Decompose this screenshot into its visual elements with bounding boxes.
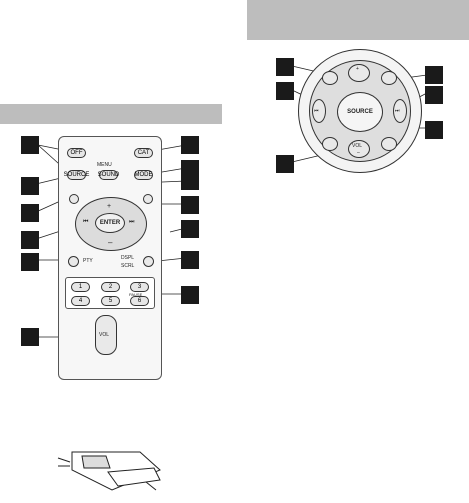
callout-marker <box>21 177 39 195</box>
callout-marker <box>425 66 443 84</box>
off-button[interactable]: OFF <box>67 148 86 158</box>
card-remote: OFF CAT MENU SOURCE SOUND MODE ENTER + –… <box>58 136 162 380</box>
number-button-1[interactable]: 1 <box>71 282 90 292</box>
next-icon[interactable]: ⏭ <box>129 219 135 225</box>
callout-marker <box>21 231 39 249</box>
down-arrow-icon[interactable]: – <box>108 238 113 247</box>
number-button-5[interactable]: 5 <box>101 296 120 306</box>
pty-label: PTY <box>83 258 93 264</box>
number-button-2[interactable]: 2 <box>101 282 120 292</box>
back-button[interactable] <box>69 194 79 204</box>
callout-marker <box>181 160 199 190</box>
prev-icon[interactable]: ⏮ <box>83 219 89 225</box>
section-header-bar-left <box>0 104 222 124</box>
callout-marker <box>21 136 39 154</box>
callout-marker <box>276 155 294 173</box>
callout-marker <box>21 204 39 222</box>
callout-marker <box>181 251 199 269</box>
number-pad: 1 2 3 4 5 6 PAUSE <box>65 277 155 309</box>
menu-label: MENU <box>97 162 112 168</box>
dial-vol-label: VOL <box>352 143 363 149</box>
search-button[interactable] <box>143 194 153 204</box>
callout-marker <box>181 196 199 214</box>
number-button-6[interactable]: 6 <box>130 296 149 306</box>
source-dial-button[interactable]: SOURCE <box>337 92 383 132</box>
source-button[interactable]: SOURCE <box>63 170 90 180</box>
dspl-button[interactable] <box>143 256 154 267</box>
plus-icon: + <box>356 66 359 72</box>
callout-marker <box>425 121 443 139</box>
mode-button[interactable]: MODE <box>134 170 153 180</box>
dial-vol-minus-button[interactable] <box>348 140 370 158</box>
prev-icon: ⏮ <box>314 108 319 114</box>
callout-marker <box>276 82 294 100</box>
dial-next-button[interactable] <box>393 99 407 123</box>
remote-vol-label: VOL <box>99 332 110 338</box>
control-ring[interactable] <box>75 197 147 251</box>
sound-button[interactable]: SOUND <box>97 170 120 180</box>
enter-button[interactable]: ENTER <box>95 213 125 233</box>
callout-marker <box>21 328 39 346</box>
scrl-label: SCRL <box>121 263 135 269</box>
dspl-label: DSPL <box>121 255 135 261</box>
cat-button[interactable]: CAT <box>134 148 153 158</box>
pause-label: PAUSE <box>129 292 143 297</box>
dial-top-right-button[interactable] <box>381 71 397 85</box>
number-button-3[interactable]: 3 <box>130 282 149 292</box>
next-icon: ⏭ <box>395 108 400 114</box>
section-header-bar-right <box>247 0 469 40</box>
minus-icon: – <box>357 150 360 156</box>
callout-marker <box>181 136 199 154</box>
callout-marker <box>181 286 199 304</box>
dial-prev-button[interactable] <box>312 99 326 123</box>
dial-vol-plus-button[interactable] <box>348 64 370 82</box>
remote-volume-button[interactable] <box>95 315 117 355</box>
up-arrow-icon[interactable]: + <box>107 203 112 210</box>
callout-marker <box>425 86 443 104</box>
callout-marker <box>21 253 39 271</box>
dial-top-left-button[interactable] <box>322 71 338 85</box>
pty-button[interactable] <box>68 256 79 267</box>
callout-marker <box>181 220 199 238</box>
callout-marker <box>276 58 294 76</box>
number-button-4[interactable]: 4 <box>71 296 90 306</box>
dial-bottom-left-button[interactable] <box>322 137 338 151</box>
dial-bottom-right-button[interactable] <box>381 137 397 151</box>
